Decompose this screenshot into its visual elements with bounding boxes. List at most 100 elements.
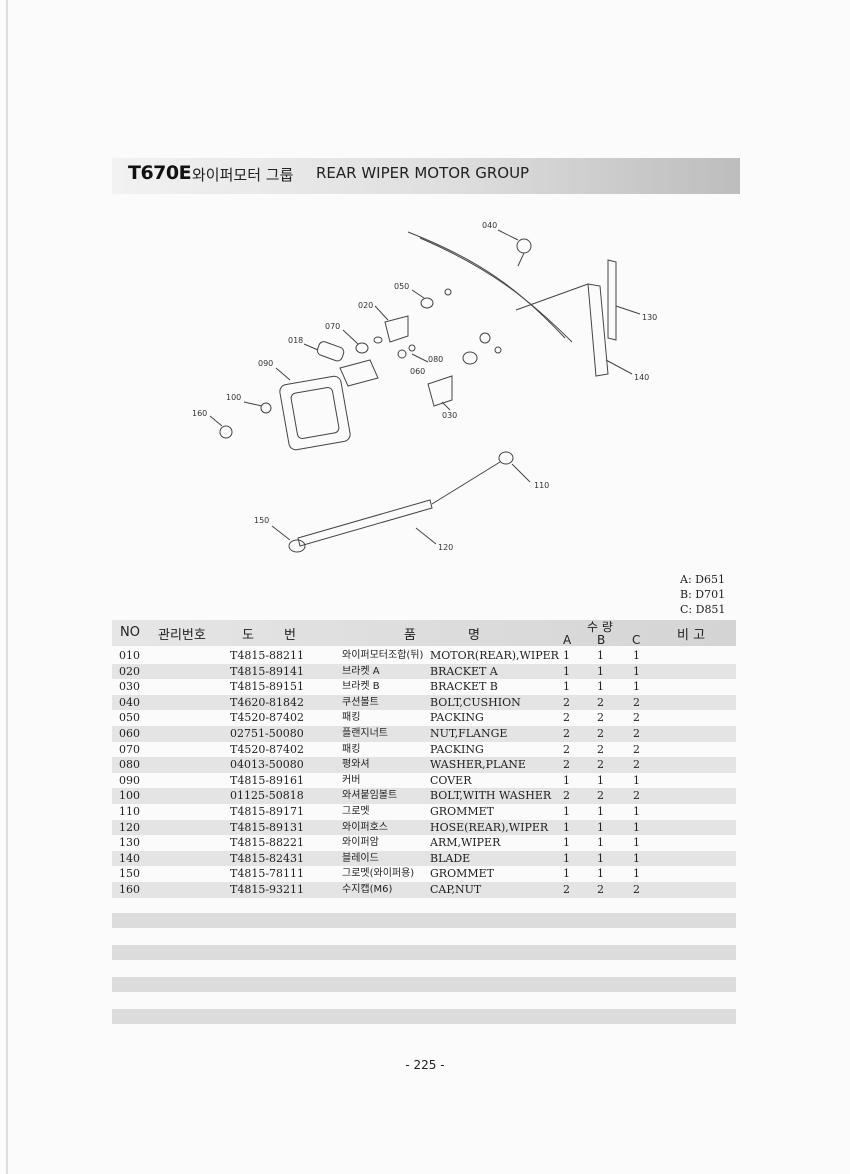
- cell-qty-c: 2: [633, 882, 640, 896]
- cell-qty-b: 1: [597, 773, 604, 787]
- hose-line: [431, 461, 501, 505]
- cell-name-en: BRACKET A: [430, 664, 498, 678]
- cell-no: 050: [119, 711, 140, 725]
- model-legend: A: D651 B: D701 C: D851: [680, 572, 725, 617]
- callout-label: 150: [254, 516, 269, 525]
- cell-name-ko: 패킹: [342, 743, 361, 755]
- cell-name-ko: 그로멧: [342, 805, 370, 817]
- cell-qty-b: 2: [597, 758, 604, 772]
- cell-name-en: PACKING: [430, 711, 484, 725]
- cell-qty-c: 1: [633, 773, 640, 787]
- leader-line: [243, 401, 263, 407]
- cell-qty-c: 2: [633, 711, 640, 725]
- cell-name-ko: 그로멧(와이퍼용): [342, 868, 415, 880]
- header-name-1: 품: [404, 628, 416, 643]
- cell-qty-c: 1: [633, 820, 640, 834]
- packing-part: [462, 351, 478, 365]
- wiper-hose-part: [297, 499, 433, 547]
- callout-label: 090: [258, 359, 273, 368]
- cell-qty-b: 1: [597, 804, 604, 818]
- wiper-arm-part: [607, 259, 617, 341]
- callout-label: 080: [428, 355, 443, 364]
- callout-label: 020: [358, 301, 373, 310]
- cell-drawing-no: T4815-89131: [230, 820, 305, 834]
- glass-edge-line: [419, 237, 573, 343]
- cell-name-ko: 평와셔: [342, 759, 370, 771]
- callout-label: 018: [288, 336, 303, 345]
- leader-line: [411, 353, 429, 363]
- cell-name-en: BOLT,WITH WASHER: [430, 789, 552, 803]
- cell-name-en: MOTOR(REAR),WIPER: [430, 649, 559, 662]
- cell-qty-a: 1: [563, 820, 570, 834]
- cover-inner-outline: [290, 386, 340, 440]
- cell-qty-b: 1: [597, 851, 604, 865]
- cell-qty-a: 2: [563, 711, 570, 725]
- packing-part: [420, 297, 434, 309]
- cell-no: 080: [119, 758, 140, 772]
- cell-drawing-no: T4815-88221: [230, 836, 305, 850]
- header-drawing-2: 번: [284, 628, 296, 643]
- cell-qty-a: 2: [563, 695, 570, 709]
- callout-label: 070: [325, 322, 340, 331]
- cell-no: 160: [119, 882, 140, 896]
- plane-washer-part: [408, 344, 416, 352]
- header-qty-b: B: [597, 633, 606, 647]
- glass-edge-line: [407, 231, 566, 339]
- leader-line: [209, 415, 223, 427]
- cell-name-ko: 와셔붙임볼트: [342, 790, 398, 802]
- callout-label: 110: [534, 481, 549, 490]
- leader-line: [415, 527, 437, 545]
- cell-drawing-no: T4620-81842: [230, 695, 305, 709]
- cell-name-ko: 브라켓 B: [342, 681, 380, 693]
- cell-no: 020: [119, 664, 140, 678]
- cell-drawing-no: T4815-78111: [230, 867, 305, 881]
- cell-name-ko: 블레이드: [342, 852, 379, 864]
- cell-qty-a: 2: [563, 758, 570, 772]
- model-b: B: D701: [680, 588, 726, 601]
- plane-washer-part: [494, 346, 502, 354]
- bracket-b-part: [427, 375, 453, 407]
- cell-no: 130: [119, 836, 140, 850]
- cell-qty-b: 1: [597, 649, 604, 662]
- cell-qty-a: 1: [563, 851, 570, 865]
- model-c: C: D851: [680, 603, 726, 616]
- cell-qty-a: 1: [563, 804, 570, 818]
- cell-drawing-no: T4520-87402: [230, 742, 305, 756]
- cell-name-en: NUT,FLANGE: [430, 726, 508, 740]
- cell-qty-b: 2: [597, 711, 604, 725]
- header-management-no: 관리번호: [158, 628, 206, 643]
- empty-row-band: [112, 977, 736, 992]
- leader-line: [411, 289, 425, 299]
- cell-qty-c: 2: [633, 789, 640, 803]
- cell-name-ko: 패킹: [342, 712, 361, 724]
- header-quantity: 수 량: [587, 620, 613, 634]
- cell-qty-c: 2: [633, 726, 640, 740]
- flange-nut-part: [397, 349, 407, 359]
- cell-drawing-no: T4815-89141: [230, 664, 305, 678]
- packing-part: [355, 342, 369, 354]
- cell-drawing-no: T4520-87402: [230, 711, 305, 725]
- cell-name-ko: 와이퍼모터조합(뒤): [342, 650, 424, 661]
- callout-label: 030: [442, 411, 457, 420]
- cell-name-en: GROMMET: [430, 867, 494, 881]
- empty-row-band: [112, 913, 736, 928]
- packing-part: [479, 332, 491, 344]
- cell-qty-a: 1: [563, 680, 570, 694]
- page-number: - 225 -: [405, 1058, 445, 1072]
- model-a: A: D651: [680, 573, 725, 586]
- empty-row-band: [112, 1009, 736, 1024]
- cell-drawing-no: 04013-50080: [230, 758, 304, 772]
- exploded-parts-diagram: 040 050 020 070 018 090 080 060 100 160 …: [192, 221, 657, 553]
- header-no: NO: [120, 625, 140, 640]
- cell-qty-b: 2: [597, 742, 604, 756]
- cell-no: 040: [119, 695, 140, 709]
- cell-name-ko: 쿠션볼트: [342, 696, 379, 708]
- wiper-blade-part: [587, 283, 609, 377]
